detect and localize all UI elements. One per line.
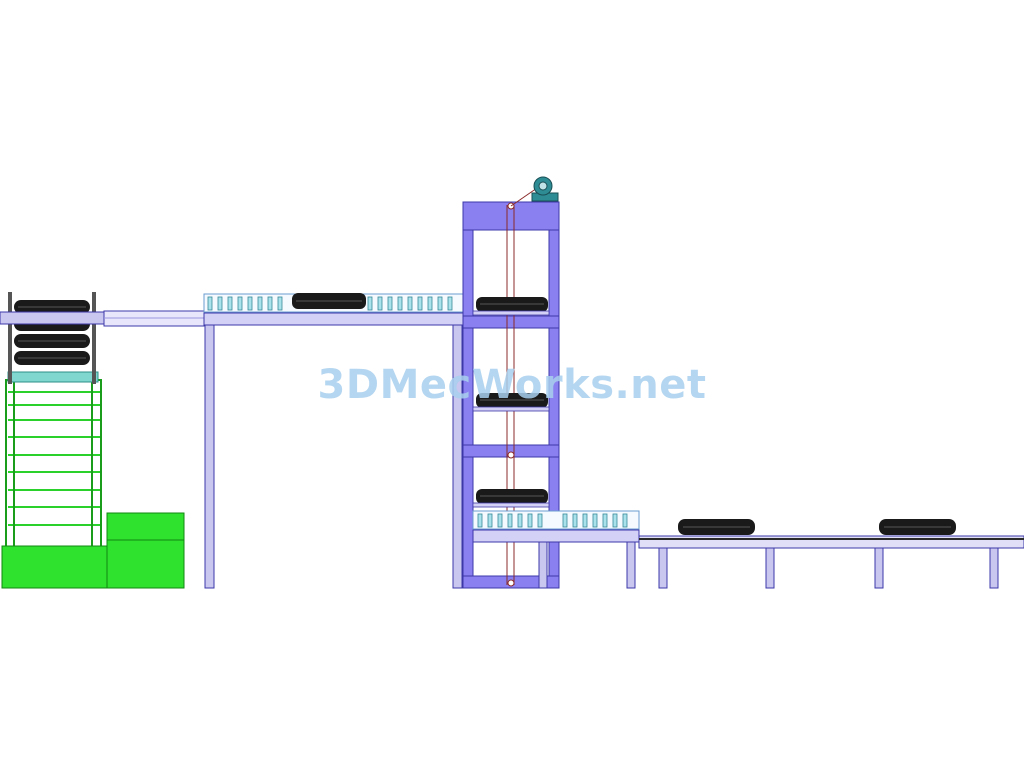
output-tires: [678, 519, 956, 535]
vertical-lift-tower: [462, 176, 560, 589]
lifted-tires: [476, 297, 548, 504]
upper-conveyor-leg: [204, 324, 215, 589]
output-belt-conveyor: [638, 519, 1024, 589]
stacker-ladder-rungs: [8, 391, 100, 526]
upper-roller-conveyor: [203, 293, 465, 589]
output-conveyor-leg: [765, 547, 775, 589]
side-control-box: [106, 512, 185, 589]
upper-conveyor-rollers: [207, 296, 453, 311]
stacker-base-block: [1, 545, 109, 589]
transfer-chute: [103, 310, 205, 327]
output-conveyor-leg: [658, 547, 668, 589]
lower-conveyor-leg: [538, 541, 548, 589]
lower-roller-conveyor: [472, 510, 640, 589]
lower-conveyor-leg: [626, 541, 636, 589]
lower-conveyor-rollers: [477, 513, 628, 528]
lift-drive-motor: [510, 176, 559, 207]
tire-stacker-station: [0, 292, 185, 589]
output-conveyor-leg: [874, 547, 884, 589]
upper-conveyor-leg: [452, 324, 463, 589]
output-conveyor-leg: [989, 547, 999, 589]
